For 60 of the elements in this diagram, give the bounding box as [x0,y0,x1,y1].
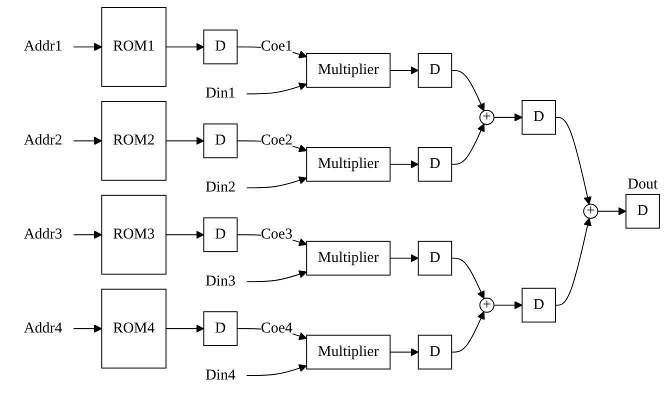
arrow [166,324,204,333]
node-text: Addr3 [24,226,62,242]
node-circle: + [479,110,494,125]
node-box: ROM4 [101,288,166,369]
arrow [390,160,419,168]
node-box: D [418,334,452,370]
arrow [597,207,626,216]
node-box: Multiplier [306,240,391,276]
node-circle: + [583,204,598,219]
edge-label: Coe3 [260,226,293,242]
node-text: Din1 [205,85,236,102]
arrow [390,66,419,75]
edge-label: Coe2 [260,132,293,148]
node-text: Addr2 [24,132,62,148]
node-box: D [626,194,660,229]
node-box: Multiplier [306,53,391,88]
arrow [493,301,522,310]
node-box: D [522,288,556,323]
node-text: Addr4 [24,320,62,336]
arrow [555,116,592,205]
arrow [246,176,308,188]
node-box: D [203,30,238,64]
node-box: D [203,217,238,252]
arrow [246,270,308,282]
node-box: D [522,100,556,135]
arrow [246,82,308,94]
arrow [73,324,102,333]
arrow [166,136,204,145]
arrow [451,70,485,112]
node-box: D [203,123,238,158]
arrow [73,136,102,145]
arrow [73,230,102,239]
arrow [246,364,308,376]
node-box: Multiplier [306,146,391,182]
arrow [166,42,204,52]
node-text: Addr1 [24,38,62,54]
node-box: D [418,240,452,276]
arrow [555,218,592,306]
arrow [166,230,204,239]
edge-label: Coe4 [260,320,293,336]
node-box: D [418,53,452,88]
arrow [390,254,419,262]
node-box: ROM3 [101,194,166,275]
node-box: ROM1 [101,7,166,87]
edge-label: Coe1 [260,38,293,54]
arrow [73,42,102,52]
node-box: D [203,311,238,346]
node-text: Din4 [205,367,236,384]
node-text: Din3 [205,273,236,290]
node-text: Din2 [205,179,236,196]
arrow [451,258,485,300]
node-box: Multiplier [306,334,391,370]
arrow [451,123,485,165]
arrow [390,348,419,356]
node-box: ROM2 [101,100,166,181]
arrow [451,311,485,353]
output-label: Dout [628,176,658,193]
arrow [493,113,522,122]
node-box: D [418,146,452,182]
node-circle: + [479,298,494,313]
